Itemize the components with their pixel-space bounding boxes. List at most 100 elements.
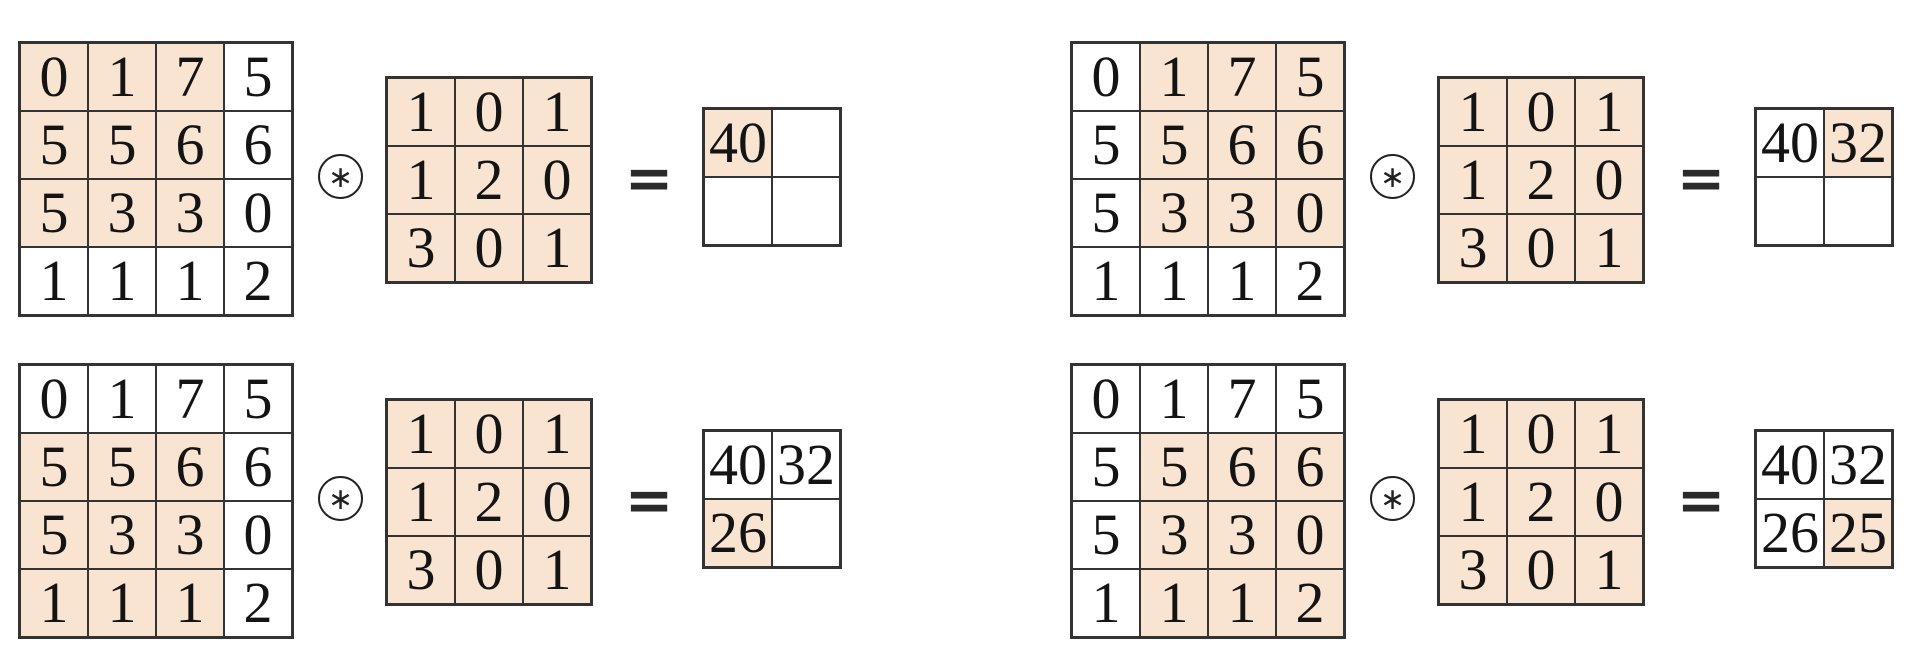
asterisk-glyph: ∗ xyxy=(1379,481,1406,517)
matrix-cell: 1 xyxy=(387,468,455,536)
matrix-cell: 0 xyxy=(224,501,292,569)
matrix-cell: 40 xyxy=(1756,431,1824,499)
matrix-cell: 25 xyxy=(1824,499,1892,567)
matrix-cell: 7 xyxy=(156,43,224,111)
asterisk-glyph: ∗ xyxy=(327,159,354,195)
matrix-cell: 2 xyxy=(455,468,523,536)
matrix-cell: 5 xyxy=(1276,43,1344,111)
matrix-cell: 1 xyxy=(523,400,591,468)
matrix-cell: 0 xyxy=(1507,214,1575,282)
matrix-cell xyxy=(772,177,840,245)
matrix-cell: 1 xyxy=(1140,43,1208,111)
matrix-cell: 1 xyxy=(156,569,224,637)
output-feature-map: 40 xyxy=(702,107,842,247)
matrix-cell: 3 xyxy=(156,501,224,569)
matrix-cell: 1 xyxy=(1140,365,1208,433)
asterisk-glyph: ∗ xyxy=(1379,159,1406,195)
matrix-cell: 1 xyxy=(1439,78,1507,146)
matrix-cell: 1 xyxy=(1575,400,1643,468)
matrix-cell: 1 xyxy=(523,536,591,604)
matrix-cell: 1 xyxy=(1439,146,1507,214)
convolution-operator-icon: ∗ xyxy=(1370,476,1415,521)
matrix-cell: 0 xyxy=(455,78,523,146)
matrix-cell: 2 xyxy=(1507,146,1575,214)
matrix-cell: 40 xyxy=(704,431,772,499)
matrix-cell xyxy=(1824,177,1892,245)
matrix-cell: 5 xyxy=(1140,433,1208,501)
matrix-cell: 5 xyxy=(1072,433,1140,501)
matrix-cell: 0 xyxy=(1507,536,1575,604)
matrix-cell: 0 xyxy=(1507,400,1575,468)
matrix-cell: 6 xyxy=(156,433,224,501)
matrix-cell: 5 xyxy=(1072,501,1140,569)
matrix-cell: 0 xyxy=(224,179,292,247)
matrix-cell: 0 xyxy=(523,468,591,536)
matrix-cell: 1 xyxy=(88,569,156,637)
matrix-cell: 1 xyxy=(1575,214,1643,282)
matrix-cell: 6 xyxy=(1208,433,1276,501)
matrix-cell: 5 xyxy=(1140,111,1208,179)
matrix-cell: 0 xyxy=(455,536,523,604)
matrix-cell: 0 xyxy=(523,146,591,214)
matrix-cell: 3 xyxy=(387,214,455,282)
matrix-cell: 1 xyxy=(20,247,88,315)
matrix-cell: 1 xyxy=(1072,247,1140,315)
matrix-cell: 5 xyxy=(20,501,88,569)
matrix-cell: 5 xyxy=(20,179,88,247)
matrix-cell: 2 xyxy=(1276,247,1344,315)
matrix-cell: 1 xyxy=(156,247,224,315)
matrix-cell: 0 xyxy=(1276,501,1344,569)
matrix-cell: 3 xyxy=(1439,214,1507,282)
matrix-cell: 3 xyxy=(88,501,156,569)
matrix-cell: 6 xyxy=(1276,111,1344,179)
convolution-operator-icon: ∗ xyxy=(318,154,363,199)
matrix-cell: 0 xyxy=(20,43,88,111)
matrix-cell: 5 xyxy=(20,433,88,501)
matrix-cell: 1 xyxy=(1140,569,1208,637)
matrix-cell: 6 xyxy=(1208,111,1276,179)
matrix-cell: 1 xyxy=(88,43,156,111)
matrix-cell: 0 xyxy=(20,365,88,433)
matrix-cell: 1 xyxy=(1072,569,1140,637)
matrix-cell: 2 xyxy=(455,146,523,214)
equals-sign: = xyxy=(1676,466,1726,534)
matrix-cell: 2 xyxy=(1507,468,1575,536)
matrix-cell: 40 xyxy=(1756,109,1824,177)
matrix-cell: 6 xyxy=(224,433,292,501)
matrix-cell: 32 xyxy=(772,431,840,499)
matrix-cell: 5 xyxy=(1276,365,1344,433)
asterisk-glyph: ∗ xyxy=(327,481,354,517)
matrix-cell: 1 xyxy=(387,78,455,146)
matrix-cell: 0 xyxy=(1575,468,1643,536)
matrix-cell: 32 xyxy=(1824,109,1892,177)
matrix-cell: 1 xyxy=(523,78,591,146)
matrix-cell: 6 xyxy=(156,111,224,179)
equals-sign: = xyxy=(1676,144,1726,212)
matrix-cell xyxy=(704,177,772,245)
matrix-cell: 2 xyxy=(224,247,292,315)
matrix-cell: 1 xyxy=(20,569,88,637)
matrix-cell: 6 xyxy=(224,111,292,179)
matrix-cell: 5 xyxy=(1072,111,1140,179)
matrix-cell: 3 xyxy=(1208,501,1276,569)
matrix-cell: 1 xyxy=(1575,78,1643,146)
matrix-cell: 6 xyxy=(1276,433,1344,501)
matrix-cell: 1 xyxy=(1575,536,1643,604)
equals-sign: = xyxy=(624,466,674,534)
matrix-cell: 7 xyxy=(1208,43,1276,111)
matrix-cell: 3 xyxy=(1140,179,1208,247)
matrix-cell: 3 xyxy=(1439,536,1507,604)
matrix-cell: 1 xyxy=(1208,569,1276,637)
matrix-cell: 0 xyxy=(1276,179,1344,247)
matrix-cell: 0 xyxy=(1072,43,1140,111)
